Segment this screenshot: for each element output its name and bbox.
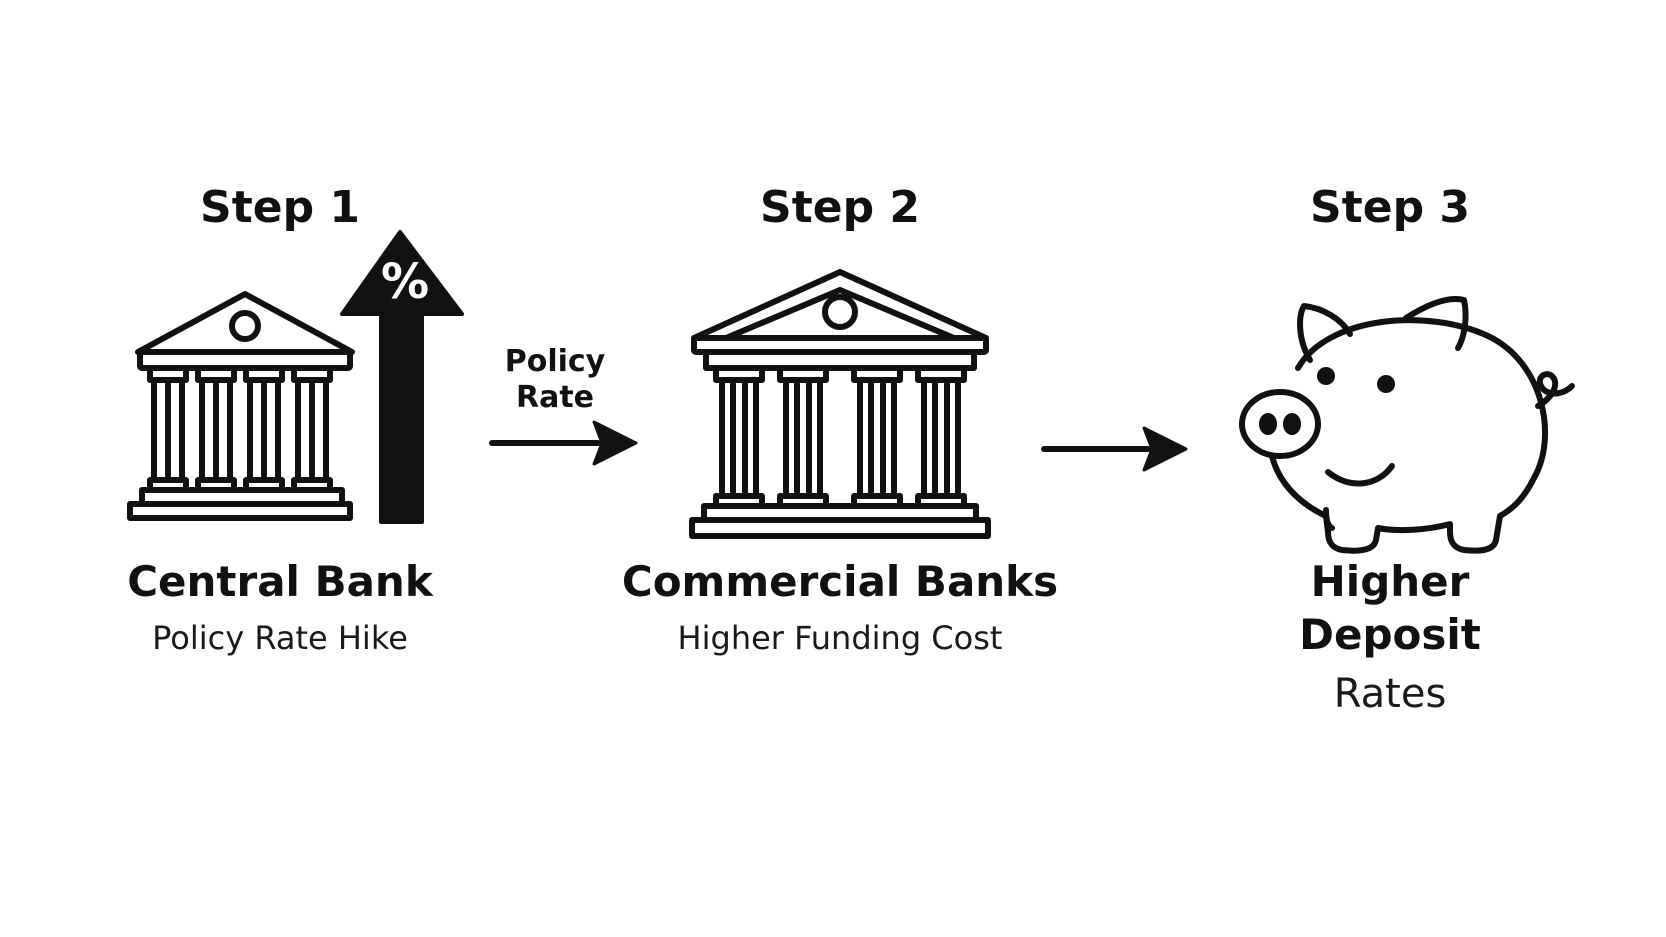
step-2-title: Step 2: [760, 182, 920, 233]
commercial-banks-subtitle: Higher Funding Cost: [677, 619, 1003, 657]
rates-label: Rates: [1333, 671, 1447, 717]
higher-deposit-label: Higher Deposit: [1200, 556, 1580, 661]
up-arrow-percent-icon: [340, 230, 464, 524]
step-1-title: Step 1: [200, 182, 360, 233]
commercial-bank-icon: [689, 269, 991, 539]
right-arrow-icon: [489, 420, 638, 466]
percent-symbol: %: [380, 254, 430, 310]
commercial-banks-label: Commercial Banks: [621, 557, 1059, 606]
central-bank-subtitle: Policy Rate Hike: [152, 619, 408, 657]
policy-rate-label: Policy Rate: [480, 344, 630, 416]
central-bank-label: Central Bank: [127, 557, 433, 606]
policy-rate-label-line-2: Rate: [515, 380, 595, 415]
higher-deposit-line-1: Higher: [1310, 557, 1470, 606]
piggy-bank-icon: [1239, 296, 1575, 554]
step-3-title: Step 3: [1310, 182, 1470, 233]
central-bank-icon: [127, 291, 355, 521]
right-arrow-icon-2: [1041, 426, 1188, 472]
policy-rate-label-line-1: Policy: [504, 344, 606, 379]
higher-deposit-line-2: Deposit: [1299, 609, 1481, 659]
